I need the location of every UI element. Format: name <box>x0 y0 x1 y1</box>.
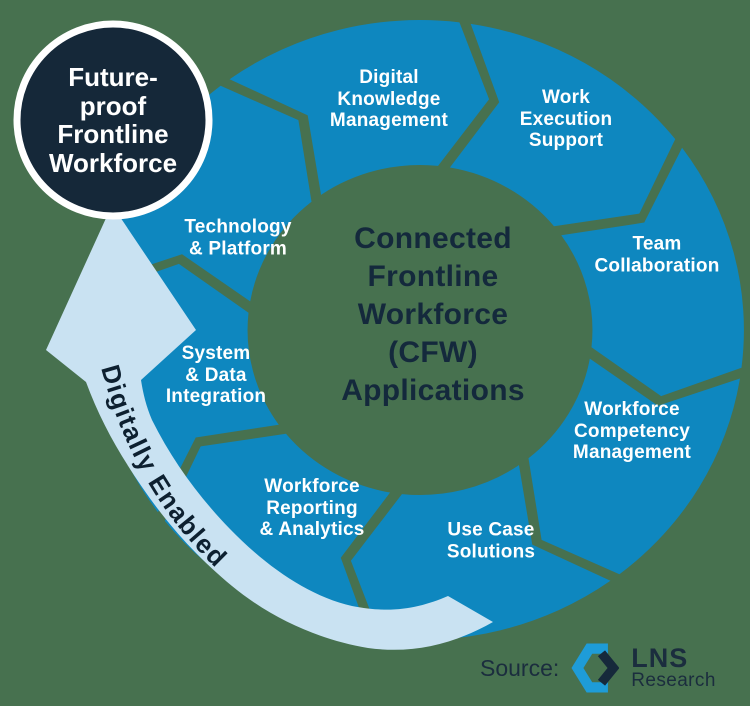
lns-logo-hex-bracket <box>571 643 609 693</box>
lns-logo-chevron <box>598 650 620 686</box>
lns-logo-line1: LNS <box>631 642 689 673</box>
source-attribution: Source: LNS Research <box>480 638 716 698</box>
lns-logo-text: LNS Research <box>631 642 716 691</box>
segment-label-work-execution-support: Work Execution Support <box>519 86 613 151</box>
digitally-enabled-arrow <box>46 205 493 650</box>
segment-label-workforce-competency-management: Workforce Competency Management <box>572 398 692 463</box>
segment-label-digital-knowledge-management: Digital Knowledge Management <box>329 66 449 131</box>
segment-label-workforce-reporting-analytics: Workforce Reporting & Analytics <box>259 475 365 540</box>
segment-label-use-case-solutions: Use Case Solutions <box>446 519 536 563</box>
segment-shape-use-case-solutions <box>350 465 611 640</box>
source-prefix: Source: <box>480 654 560 681</box>
segment-shape-digital-knowledge-management <box>229 20 490 195</box>
segment-label-team-collaboration: Team Collaboration <box>594 233 720 277</box>
segment-label-system-data-integration: System & Data Integration <box>165 342 267 407</box>
goal-circle <box>13 20 213 220</box>
lns-logo-line2: Research <box>631 669 716 691</box>
segment-shape-workforce-reporting-analytics <box>164 433 391 637</box>
center-title: Connected Frontline Workforce (CFW) Appl… <box>341 222 525 407</box>
segment-shape-technology-platform <box>100 85 312 302</box>
segment-label-technology-platform: Technology & Platform <box>184 216 292 260</box>
lns-logo-icon <box>571 643 620 693</box>
segment-shape-workforce-competency-management <box>528 358 740 575</box>
segment-shape-work-execution-support <box>449 23 676 227</box>
goal-circle-label: Future- proof Frontline Workforce <box>48 62 178 178</box>
segment-shape-team-collaboration <box>561 147 744 397</box>
segment-ring <box>96 20 744 640</box>
